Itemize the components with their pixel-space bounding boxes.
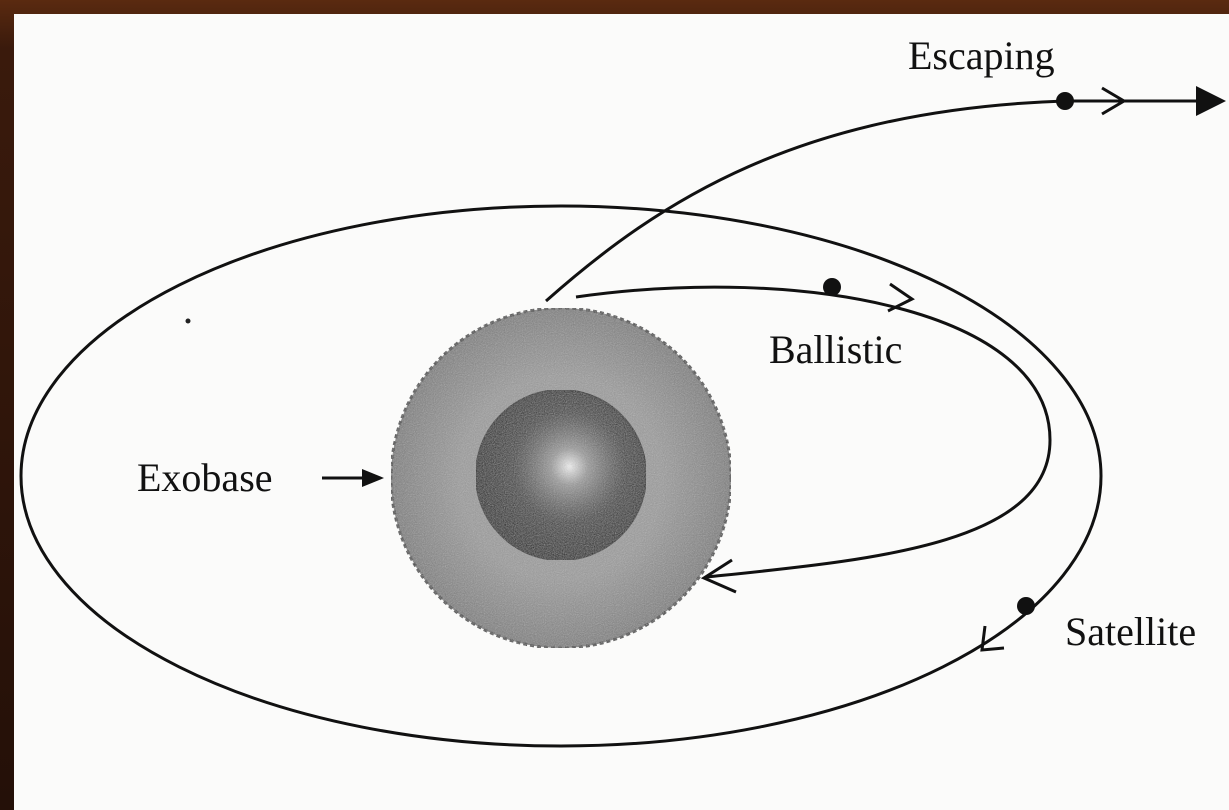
ballistic-particle-icon xyxy=(823,278,841,296)
escaping-arrowhead-icon xyxy=(1196,86,1226,116)
ballistic-label: Ballistic xyxy=(769,330,902,370)
planet-core xyxy=(476,390,646,560)
satellite-label: Satellite xyxy=(1065,612,1196,652)
escaping-particle-icon xyxy=(1056,92,1074,110)
speck xyxy=(186,319,191,324)
exobase-label: Exobase xyxy=(137,458,273,498)
exobase-pointer-arrowhead-icon xyxy=(362,469,384,487)
escaping-label: Escaping xyxy=(908,36,1055,76)
escaping-trajectory xyxy=(546,101,1210,301)
satellite-particle-icon xyxy=(1017,597,1035,615)
